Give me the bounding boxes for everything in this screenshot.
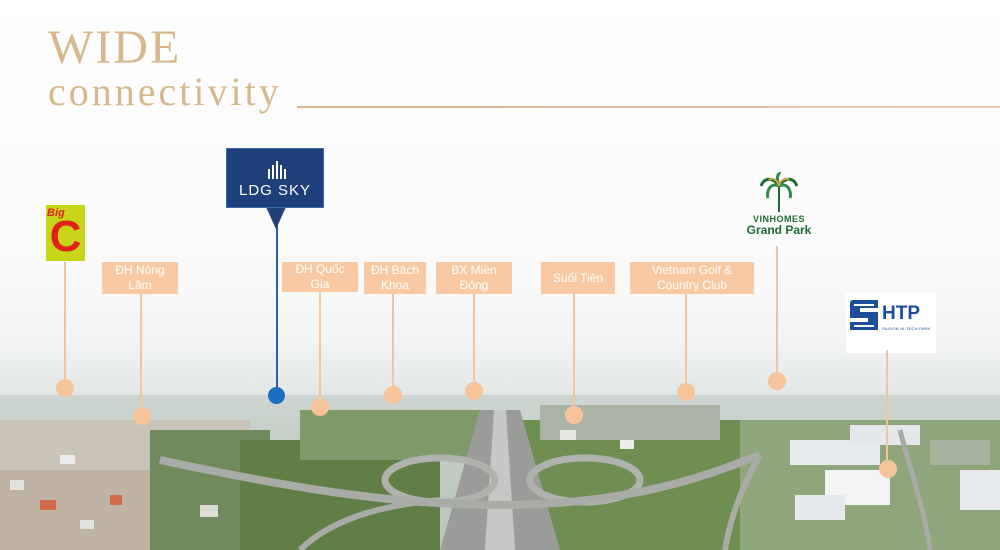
bigc-logo: Big C: [46, 205, 85, 261]
dh-bach-khoa-connector-line: [392, 294, 394, 388]
bigc-connector-line: [64, 262, 66, 382]
vinhomes-logo-text: VINHOMES: [752, 214, 805, 224]
vietnam-golf-marker: [677, 383, 695, 401]
bx-mien-dong-connector-line: [473, 294, 475, 384]
dh-nong-lam-connector-line: [140, 294, 142, 410]
label-dh-nong-lam: ĐH Nông Lâm: [102, 262, 178, 294]
shtp-logo: HTP SAIGON HI-TECH PARK: [846, 293, 936, 353]
building-icon: [268, 161, 286, 179]
vietnam-golf-connector-line: [685, 294, 687, 386]
bigc-marker: [56, 379, 74, 397]
ldg-sky-connector-line: [276, 225, 278, 390]
label-dh-bach-khoa: ĐH Bách Khoa: [364, 262, 426, 294]
shtp-s-icon: [850, 300, 878, 330]
ldg-sky-pointer: [266, 207, 286, 229]
dh-quoc-gia-marker: [311, 398, 329, 416]
heading-connectivity: connectivity: [48, 69, 282, 114]
heading-wide: WIDE: [48, 21, 182, 74]
ldg-sky-marker: [268, 387, 285, 404]
bigc-logo-big: Big: [47, 207, 65, 219]
shtp-logo-text: HTP: [882, 303, 920, 324]
vinhomes-palm-icon: [760, 172, 798, 212]
label-dh-quoc-gia: ĐH Quốc Gia: [282, 262, 358, 292]
dh-nong-lam-marker: [133, 407, 151, 425]
vinhomes-marker: [768, 372, 786, 390]
shtp-marker: [879, 460, 897, 478]
shtp-connector-line: [886, 350, 888, 462]
ldg-sky-logo: LDG SKY: [226, 148, 324, 208]
suoi-tien-connector-line: [573, 294, 575, 408]
ldg-sky-logo-text: LDG SKY: [238, 182, 312, 199]
shtp-logo-subtitle: SAIGON HI-TECH PARK: [882, 326, 931, 331]
bx-mien-dong-marker: [465, 382, 483, 400]
label-suoi-tien: Suối Tiên: [541, 262, 615, 294]
heading-divider: [297, 106, 1000, 108]
suoi-tien-marker: [565, 406, 583, 424]
dh-bach-khoa-marker: [384, 386, 402, 404]
vinhomes-grand-park-text: Grand Park: [746, 223, 812, 237]
vinhomes-connector-line: [776, 246, 778, 374]
bigc-logo-c: C: [49, 212, 82, 261]
label-vietnam-golf-country-club: Vietnam Golf & Country Club: [630, 262, 754, 294]
dh-quoc-gia-connector-line: [319, 292, 321, 400]
label-bx-mien-dong: BX Miền Đông: [436, 262, 512, 294]
